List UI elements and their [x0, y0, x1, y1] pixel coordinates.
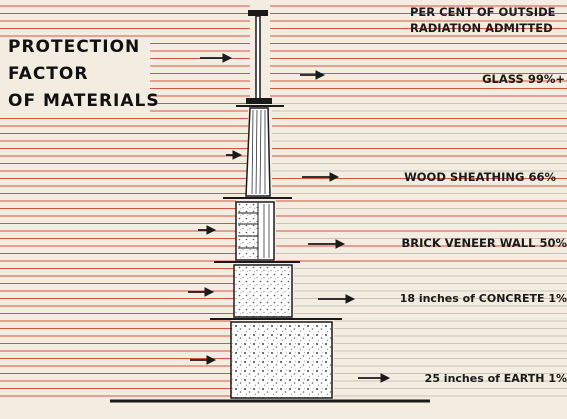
arrow-outgoing-brick: [308, 239, 346, 249]
arrow-incoming-concrete: [188, 287, 215, 297]
arrow-outgoing-wood: [302, 172, 340, 182]
incoming-arrows: [188, 53, 243, 365]
label-earth: 25 inches of EARTH 1%: [425, 372, 567, 385]
label-brick-veneer-wall: BRICK VENEER WALL 50%: [402, 236, 567, 250]
header-line-1: PER CENT OF OUTSIDE: [410, 5, 556, 19]
earth-block: [230, 321, 333, 399]
arrow-incoming-wood: [226, 150, 243, 160]
title-line-2: FACTOR: [8, 64, 88, 84]
arrow-outgoing-earth: [358, 373, 391, 383]
outgoing-arrows: [300, 70, 391, 383]
glass-pane: [236, 10, 284, 107]
brick-veneer-wall: [214, 201, 300, 263]
title-line-3: OF MATERIALS: [8, 91, 160, 111]
label-concrete: 18 inches of CONCRETE 1%: [400, 292, 567, 305]
arrow-outgoing-concrete: [318, 294, 356, 304]
label-glass: GLASS 99%+: [482, 72, 565, 86]
arrow-outgoing-glass: [300, 70, 326, 80]
label-wood-sheathing: WOOD SHEATHING 66%: [404, 170, 556, 184]
radiation-lines: [0, 5, 567, 397]
diagram-title: PROTECTION FACTOR OF MATERIALS: [8, 37, 160, 111]
arrow-incoming-brick: [198, 225, 217, 235]
arrow-incoming-earth: [190, 355, 217, 365]
concrete-block: [210, 264, 342, 320]
wood-sheathing: [223, 107, 292, 199]
header-line-2: RADIATION ADMITTED: [410, 21, 553, 35]
radiation-header: PER CENT OF OUTSIDE RADIATION ADMITTED: [410, 5, 556, 35]
title-line-1: PROTECTION: [8, 37, 140, 57]
arrow-incoming-glass: [200, 53, 233, 63]
